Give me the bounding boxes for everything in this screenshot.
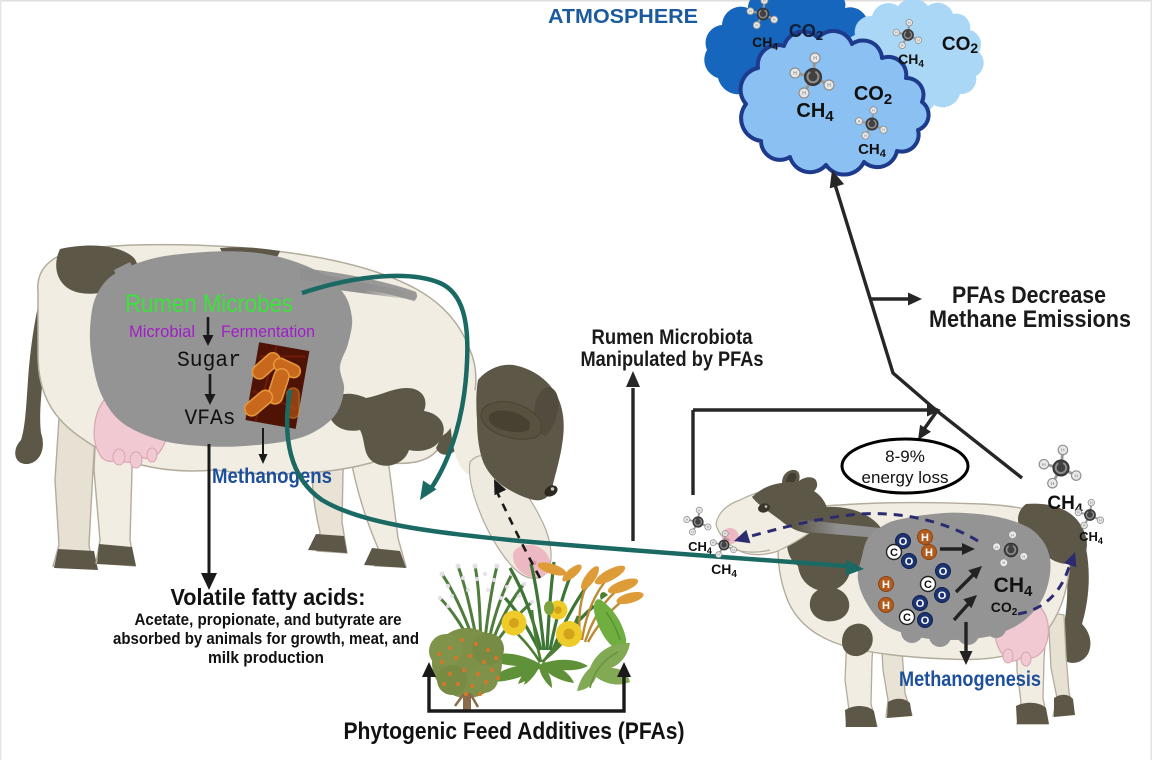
svg-text:CO2: CO2 [789, 21, 823, 43]
svg-text:CH4: CH4 [752, 34, 778, 53]
svg-text:O: O [905, 556, 914, 568]
svg-text:Phytogenic Feed Additives (PFA: Phytogenic Feed Additives (PFAs) [344, 718, 685, 745]
svg-text:CH4: CH4 [711, 561, 737, 580]
svg-text:Sugar: Sugar [177, 348, 241, 373]
svg-text:C: C [903, 612, 911, 624]
svg-text:absorbed by animals for growth: absorbed by animals for growth, meat, an… [113, 629, 419, 648]
svg-text:O: O [938, 590, 947, 602]
svg-text:8-9%: 8-9% [885, 447, 925, 466]
svg-text:H: H [882, 600, 890, 612]
svg-text:energy loss: energy loss [862, 468, 949, 487]
svg-text:CH4: CH4 [858, 141, 887, 160]
svg-text:Methane Emissions: Methane Emissions [929, 306, 1131, 333]
svg-text:Fermentation: Fermentation [221, 322, 315, 341]
svg-text:CH4: CH4 [994, 574, 1033, 600]
svg-text:O: O [916, 598, 925, 610]
svg-text:CO2: CO2 [991, 599, 1018, 618]
svg-text:Methanogens: Methanogens [212, 465, 332, 488]
svg-text:Microbial: Microbial [129, 322, 195, 341]
svg-text:Rumen Microbes: Rumen Microbes [125, 290, 293, 318]
svg-text:O: O [921, 615, 930, 627]
svg-text:O: O [899, 536, 908, 548]
svg-text:O: O [939, 566, 948, 578]
svg-text:C: C [890, 547, 898, 559]
svg-text:C: C [924, 579, 932, 591]
svg-text:CH4: CH4 [688, 539, 712, 556]
svg-text:Manipulated by PFAs: Manipulated by PFAs [581, 348, 764, 371]
svg-text:ATMOSPHERE: ATMOSPHERE [548, 6, 698, 28]
svg-text:H: H [882, 579, 890, 591]
svg-text:H: H [925, 547, 933, 559]
svg-text:CO2: CO2 [942, 34, 979, 56]
svg-text:CH4: CH4 [1047, 493, 1082, 516]
svg-text:Rumen Microbiota: Rumen Microbiota [592, 326, 753, 349]
svg-text:Volatile fatty acids:: Volatile fatty acids: [171, 584, 366, 610]
svg-text:Acetate, propionate, and butyr: Acetate, propionate, and butyrate are [135, 610, 402, 629]
svg-text:H: H [921, 532, 929, 544]
svg-text:CH4: CH4 [1079, 529, 1103, 546]
svg-text:Methanogenesis: Methanogenesis [899, 668, 1041, 691]
svg-text:milk production: milk production [208, 648, 324, 667]
svg-text:VFAs: VFAs [185, 406, 236, 431]
svg-text:PFAs Decrease: PFAs Decrease [952, 282, 1106, 309]
svg-text:CH4: CH4 [898, 51, 924, 70]
